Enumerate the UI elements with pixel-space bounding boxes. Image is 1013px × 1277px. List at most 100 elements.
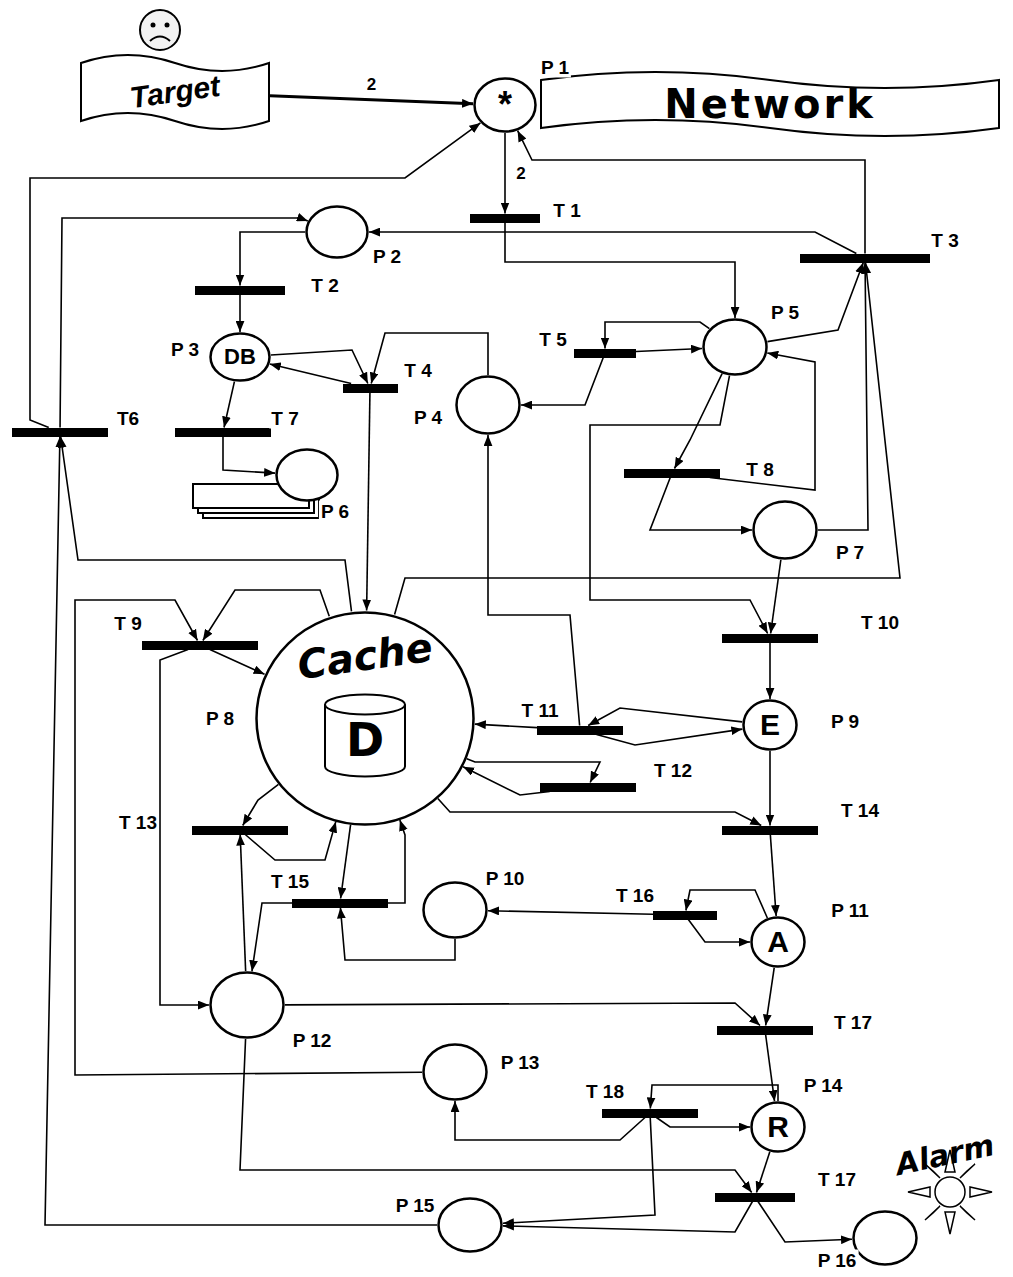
transition-bar: T 17: [717, 1026, 813, 1035]
arc-connector: [369, 232, 856, 254]
arc-connector: [45, 437, 437, 1226]
transition-bar: T 14: [722, 826, 818, 835]
transition-label: T 4: [402, 360, 433, 381]
place-label: P 5: [769, 302, 801, 323]
place-circle-outline: [424, 1045, 487, 1100]
arc-connector: [455, 1101, 645, 1140]
place-label: P 2: [371, 246, 403, 267]
arc-connector: [252, 903, 292, 971]
place-outline: [275, 448, 339, 502]
transition-bar: T 9: [142, 641, 258, 650]
place-token-text: R: [767, 1112, 789, 1142]
place-circle: P 2: [305, 205, 369, 259]
sad-face-icon-part: [140, 10, 180, 50]
arc-connector: [650, 1085, 778, 1109]
transition-label: T 11: [520, 700, 561, 721]
arc-connector: [518, 131, 865, 254]
arc-connector: [270, 364, 351, 383]
place-circle: P 5: [702, 318, 768, 376]
arc-connector: [605, 322, 709, 349]
place-circle-outline: [307, 207, 368, 258]
arc-connector: [475, 724, 537, 727]
place-circle-outline: [475, 79, 536, 132]
arc-connector: [769, 643, 771, 700]
place-label: P 16: [816, 1250, 859, 1271]
transition-bar: T 13: [192, 826, 288, 835]
transition-label: T 17: [816, 1169, 858, 1190]
place-token-text: DB: [224, 346, 256, 368]
place-token-text: A: [767, 927, 789, 957]
arc-connector: [239, 295, 241, 333]
arc-connector: [505, 223, 735, 319]
arc-connector: [61, 437, 352, 612]
transition-bar: T 7: [175, 428, 271, 437]
place-circle: P 4: [455, 375, 521, 435]
transition-label: T 3: [929, 230, 960, 251]
place-circle: P 13: [422, 1043, 488, 1101]
place-circle: P 16: [852, 1210, 918, 1266]
sad-face-icon: [140, 10, 180, 50]
alarm-sun-icon-part: [935, 1177, 965, 1207]
place-circle: P 11A: [750, 916, 806, 968]
place-circle: P 12: [209, 971, 285, 1039]
arc-connector: [60, 218, 308, 428]
arc-connector: [656, 1118, 750, 1128]
transition-bar: T 3: [800, 254, 930, 263]
arc-connector: [650, 478, 752, 531]
transition-bar: T 5: [574, 349, 636, 358]
place-outline: [852, 1210, 918, 1266]
arc-connector: [756, 1152, 769, 1193]
place-outline: [455, 375, 521, 435]
arc-connector: [766, 1035, 775, 1102]
transition-label: T 16: [614, 885, 656, 906]
arc-connector: [463, 767, 550, 795]
cylinder-top: [325, 694, 405, 714]
arc-connector: [240, 232, 305, 286]
arc-connector: [271, 350, 368, 384]
arc-connector: [270, 96, 473, 104]
database-cylinder: [325, 694, 405, 776]
arc-connector: [30, 123, 480, 428]
place-circle: P 6: [275, 448, 339, 502]
transition-bar: T 10: [722, 634, 818, 643]
arc-connector: [341, 825, 351, 899]
place-token-text: E: [760, 710, 780, 740]
place-circle: P 15: [437, 1197, 503, 1253]
transition-label: T 17: [832, 1012, 874, 1033]
arc-connector: [767, 263, 863, 342]
transition-bar: T6: [12, 428, 108, 437]
alarm-sun-icon-part: [908, 1187, 930, 1197]
arc-connector: [688, 920, 750, 943]
place-outline: [305, 205, 369, 259]
place-circle-outline: [424, 883, 487, 938]
banner-shape: Network: [540, 71, 1000, 137]
place-circle: P 8CacheD: [255, 611, 475, 826]
place-label: P 8: [204, 708, 236, 729]
banner-ribbon: [541, 72, 999, 136]
sad-face-icon-part: [165, 23, 170, 28]
place-label: P 15: [394, 1195, 437, 1216]
transition-bar: T 18: [602, 1109, 698, 1118]
place-label: P 12: [291, 1030, 334, 1051]
arc-connector: [504, 133, 506, 214]
sad-face-icon-part: [151, 23, 156, 28]
place-circle: P 14R: [750, 1101, 806, 1153]
transition-bar: T 15: [292, 899, 388, 908]
transition-bar: T 11: [537, 726, 623, 735]
arc-connector: [674, 374, 722, 469]
place-token-text: D: [346, 717, 384, 763]
transition-bar: T 16: [653, 911, 717, 920]
arc-connector: [503, 1202, 752, 1233]
transition-label: T 13: [117, 812, 159, 833]
transition-label: T 1: [551, 200, 582, 221]
place-label: P 1: [539, 57, 571, 78]
transition-label: T 18: [584, 1081, 626, 1102]
transition-label: T 8: [744, 459, 775, 480]
place-circle: P 7: [752, 500, 818, 560]
place-circle: P 3DB: [209, 332, 271, 382]
arc-connector: [488, 911, 653, 915]
arc-connector: [240, 1039, 752, 1193]
place-label: P 14: [802, 1075, 845, 1096]
transition-bar: T 1: [470, 214, 540, 223]
